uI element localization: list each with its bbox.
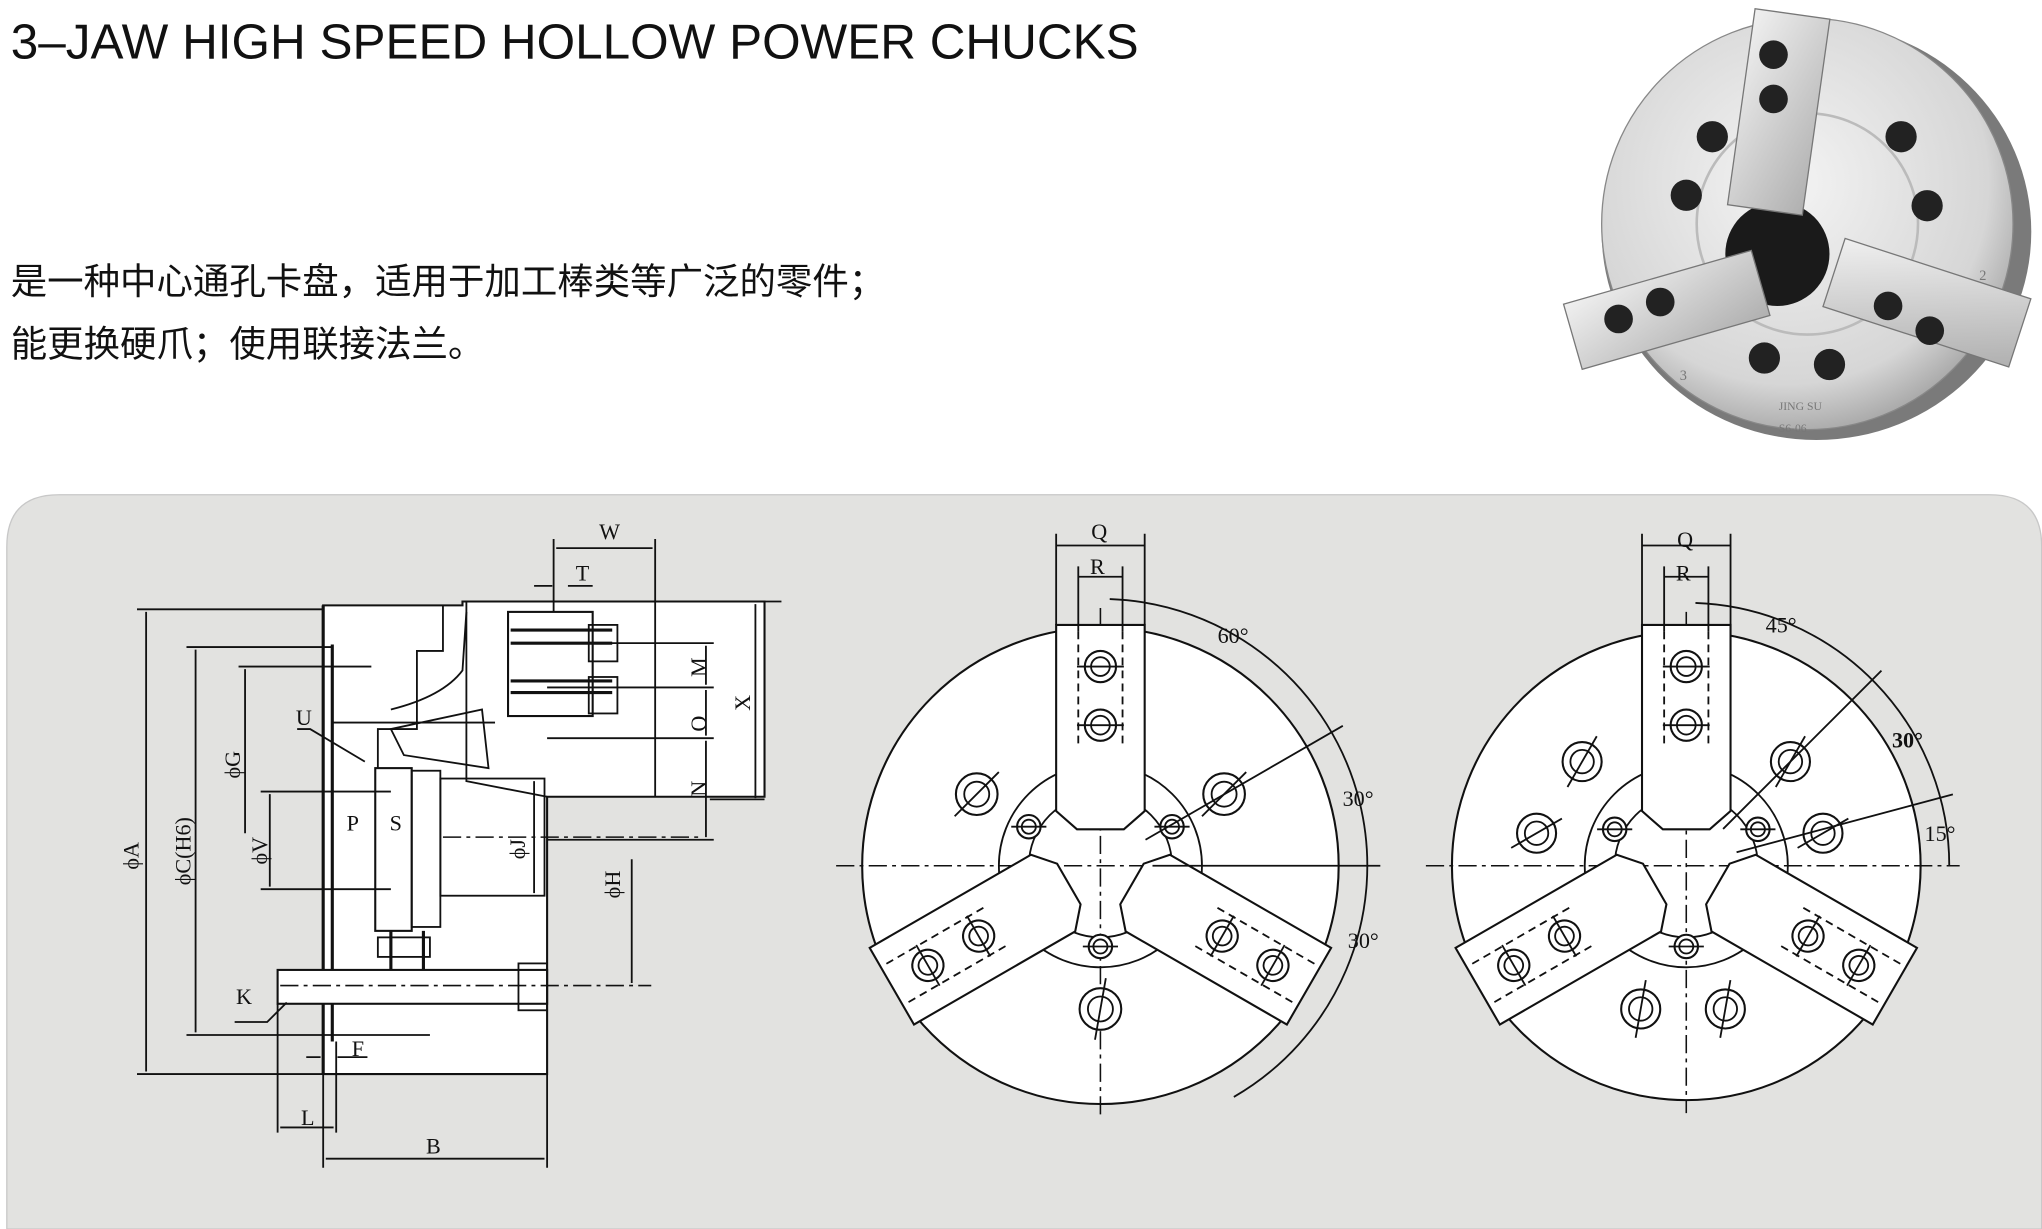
body-bolt-hole-inner	[1523, 820, 1550, 846]
jaw-bolt-crosshair	[1209, 915, 1235, 957]
jaw-bolt-crosshair	[1795, 915, 1821, 957]
body-bolt-hole-crosshair	[1719, 979, 1732, 1038]
jaw-slot-hidden-line	[1471, 905, 1595, 1003]
dim-label-u: U	[296, 705, 312, 730]
body-bolt-hole-crosshair	[1566, 735, 1598, 788]
jaw-bolt-crosshair	[966, 915, 992, 957]
dim-label-g: ϕG	[220, 751, 245, 779]
dim-label-r: R	[1676, 561, 1691, 586]
body-bolt-hole-crosshair	[1510, 817, 1563, 849]
body-bolt-hole-crosshair	[1094, 978, 1107, 1040]
angle-arc	[1695, 602, 1951, 866]
angle-reference-line	[1145, 725, 1344, 841]
angle-label-60: 60°	[1218, 623, 1249, 648]
dim-label-o: O	[686, 716, 711, 732]
body-bolt-hole-inner	[1210, 780, 1238, 808]
jaw	[1119, 853, 1333, 1026]
angle-label-30-upper: 30°	[1343, 786, 1374, 811]
dim-label-n: N	[686, 781, 711, 797]
dim-label-t: T	[576, 561, 590, 586]
front-view-60deg	[836, 533, 1381, 1118]
dim-label-l: L	[301, 1105, 315, 1130]
jaw-bolt-crosshair	[1551, 915, 1578, 957]
photo-lettering-brand: JING SU	[1779, 400, 1823, 413]
photo-lettering-jaw-2: 2	[1979, 268, 1986, 284]
body-bolt-hole-inner	[1628, 996, 1654, 1022]
photo-lettering-model: S6-06	[1779, 422, 1807, 435]
dim-label-v: ϕV	[247, 837, 272, 865]
jaw-bolt-crosshair	[915, 944, 941, 987]
jaw	[1055, 623, 1146, 831]
dim-label-q: Q	[1091, 519, 1107, 544]
dim-label-a: ϕA	[118, 842, 143, 870]
dim-label-m: M	[686, 657, 711, 677]
angle-label-45: 45°	[1766, 613, 1797, 638]
jaw	[1705, 853, 1919, 1026]
body-bolt-hole-inner	[963, 780, 991, 808]
jaw-slot-hidden-line	[885, 905, 1009, 1003]
body-bolt-hole-inner	[1712, 996, 1738, 1022]
angle-reference-line	[1722, 669, 1883, 830]
side-section-view: W T U P S K F L B ϕA ϕC(H6) ϕG ϕV ϕJ ϕH …	[118, 519, 782, 1168]
body-bolt-hole-crosshair	[953, 771, 1000, 817]
angle-label-30: 30°	[1892, 727, 1923, 752]
dim-label-f: F	[352, 1036, 364, 1061]
dim-label-x: X	[730, 695, 755, 711]
dim-label-c: ϕC(H6)	[170, 817, 195, 885]
description-line-2: 能更换硬爪；使用联接法兰。	[11, 323, 485, 366]
jaw-slot-hidden-line	[1192, 905, 1315, 1003]
angle-arc	[1109, 598, 1369, 1098]
jaw-slot-hidden-line	[1778, 905, 1901, 1003]
dim-label-s: S	[390, 811, 402, 836]
photo-lettering-jaw-3: 3	[1680, 368, 1687, 384]
front-view-45deg	[1425, 533, 1960, 1114]
dim-label-j: ϕJ	[505, 839, 530, 860]
front-view-2-labels: Q R 45° 30° 15°	[1676, 527, 1956, 846]
dim-label-h: ϕH	[600, 871, 625, 899]
front-view-1-labels: Q R 60° 30° 30°	[1090, 519, 1379, 953]
dim-label-p: P	[347, 811, 359, 836]
jaw-bolt-crosshair	[1846, 944, 1872, 987]
jaw-bolt-crosshair	[1260, 944, 1286, 987]
jaw-bolt-crosshair	[1501, 944, 1527, 987]
jaw-slot-hidden-line	[1077, 631, 1124, 746]
dimension-q	[1055, 533, 1146, 625]
chuck-photo: JING SU S6-06 2 3	[1562, 7, 2032, 441]
page-title: 3–JAW HIGH SPEED HOLLOW POWER CHUCKS	[11, 15, 1139, 70]
dim-label-q: Q	[1677, 527, 1693, 552]
dim-label-w: W	[599, 519, 620, 544]
angle-label-15: 15°	[1925, 821, 1956, 846]
body-bolt-hole-inner	[1569, 748, 1595, 775]
body-bolt-hole-crosshair	[1797, 817, 1849, 849]
dim-label-b: B	[426, 1133, 441, 1158]
angle-reference-line	[1736, 793, 1954, 854]
dimension-q	[1641, 533, 1732, 625]
jaw	[868, 853, 1082, 1026]
dim-label-k: K	[236, 984, 252, 1009]
angle-label-30-lower: 30°	[1348, 928, 1379, 953]
description-line-1: 是一种中心通孔卡盘，适用于加工棒类等广泛的零件；	[11, 260, 886, 303]
jaw	[1640, 623, 1732, 831]
body-bolt-hole-crosshair	[1634, 979, 1647, 1038]
body-bolt-hole-inner	[1087, 995, 1114, 1023]
jaw-slot-hidden-line	[1663, 631, 1710, 746]
jaw	[1454, 853, 1668, 1026]
body-bolt-hole-inner	[1777, 748, 1804, 775]
dim-label-r: R	[1090, 554, 1105, 579]
dimension-r	[1663, 566, 1710, 632]
